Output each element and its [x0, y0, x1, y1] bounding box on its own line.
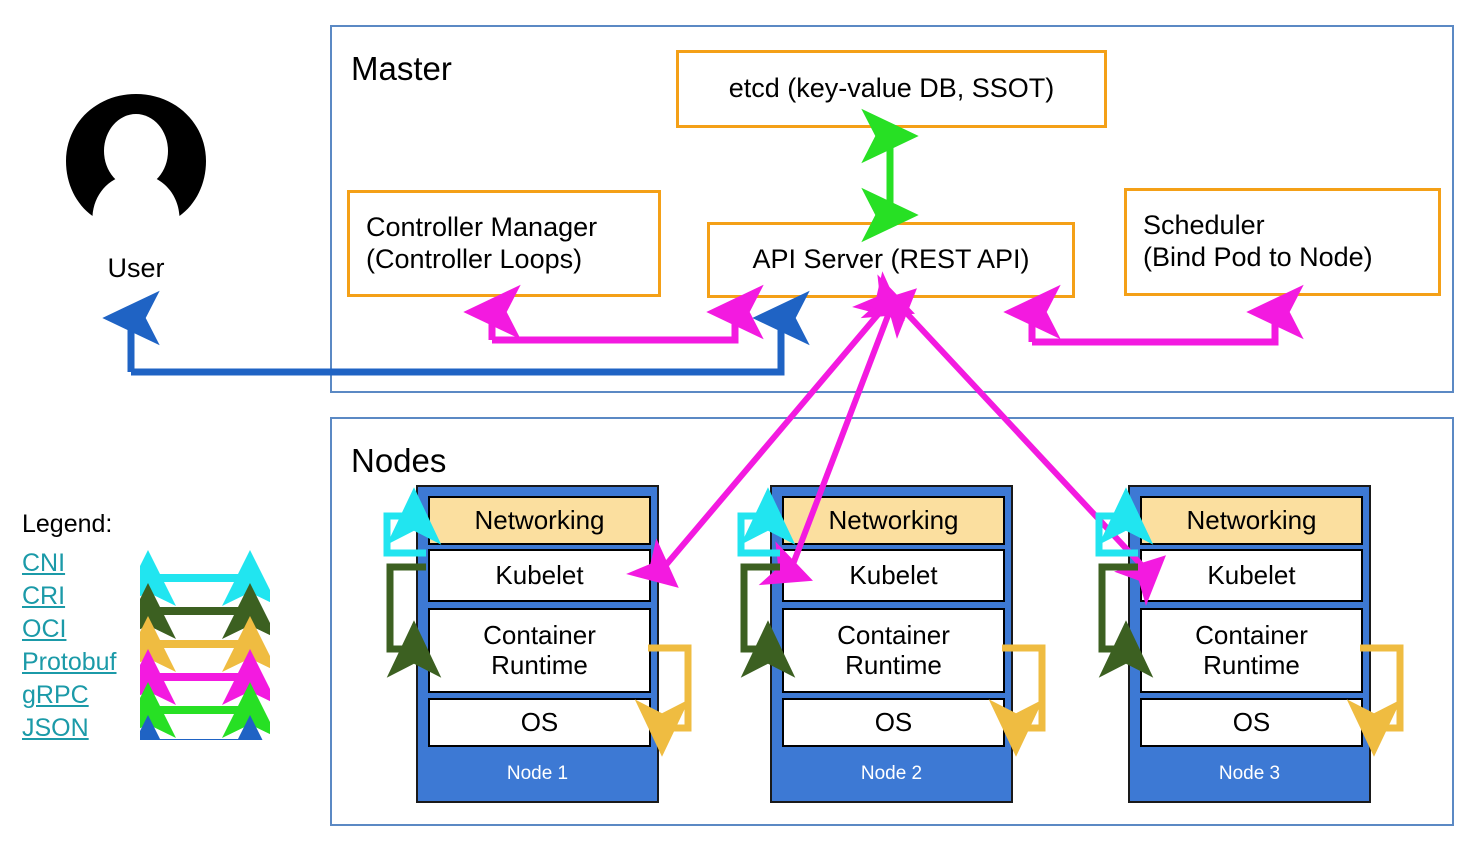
- node-2-layer-kubelet[interactable]: Kubelet: [782, 549, 1005, 602]
- node-1-label: Node 1: [506, 763, 569, 784]
- node-2-layer-networking[interactable]: Networking: [782, 496, 1005, 545]
- legend-label-cni[interactable]: CNI: [22, 549, 66, 577]
- legend-arrows: [140, 550, 270, 740]
- legend-label-cri[interactable]: CRI: [22, 582, 66, 610]
- node-3-layer-container-runtime[interactable]: Container Runtime: [1140, 608, 1363, 693]
- node-1-layer-container-runtime[interactable]: Container Runtime: [428, 608, 651, 693]
- master-group-title: Master: [351, 50, 452, 87]
- node-1-layer-networking[interactable]: Networking: [428, 496, 651, 545]
- node-2-layer-os[interactable]: OS: [782, 698, 1005, 747]
- legend-label-protobuf[interactable]: Protobuf: [22, 648, 117, 676]
- legend-label-grpc[interactable]: gRPC: [22, 681, 89, 709]
- legend-title: Legend:: [22, 510, 113, 538]
- legend-label-oci[interactable]: OCI: [22, 615, 67, 643]
- node-1-layer-kubelet[interactable]: Kubelet: [428, 549, 651, 602]
- node-3-label: Node 3: [1218, 763, 1281, 784]
- node-1-layer-os[interactable]: OS: [428, 698, 651, 747]
- node-box-2[interactable]: Networking Kubelet Container Runtime OS …: [770, 485, 1013, 803]
- node-3-layer-networking[interactable]: Networking: [1140, 496, 1363, 545]
- node-3-layer-os[interactable]: OS: [1140, 698, 1363, 747]
- master-component-controller-manager[interactable]: Controller Manager (Controller Loops): [347, 190, 661, 297]
- node-box-3[interactable]: Networking Kubelet Container Runtime OS …: [1128, 485, 1371, 803]
- user-avatar-icon: [62, 90, 210, 228]
- node-2-label: Node 2: [860, 763, 923, 784]
- master-component-api-server[interactable]: API Server (REST API): [707, 222, 1075, 298]
- user-caption: User: [107, 253, 165, 283]
- master-component-scheduler[interactable]: Scheduler (Bind Pod to Node): [1124, 188, 1441, 296]
- node-box-1[interactable]: Networking Kubelet Container Runtime OS …: [416, 485, 659, 803]
- nodes-group-title: Nodes: [351, 442, 447, 479]
- node-3-layer-kubelet[interactable]: Kubelet: [1140, 549, 1363, 602]
- node-2-layer-container-runtime[interactable]: Container Runtime: [782, 608, 1005, 693]
- legend-label-json[interactable]: JSON: [22, 714, 89, 742]
- master-component-etcd[interactable]: etcd (key-value DB, SSOT): [676, 50, 1107, 128]
